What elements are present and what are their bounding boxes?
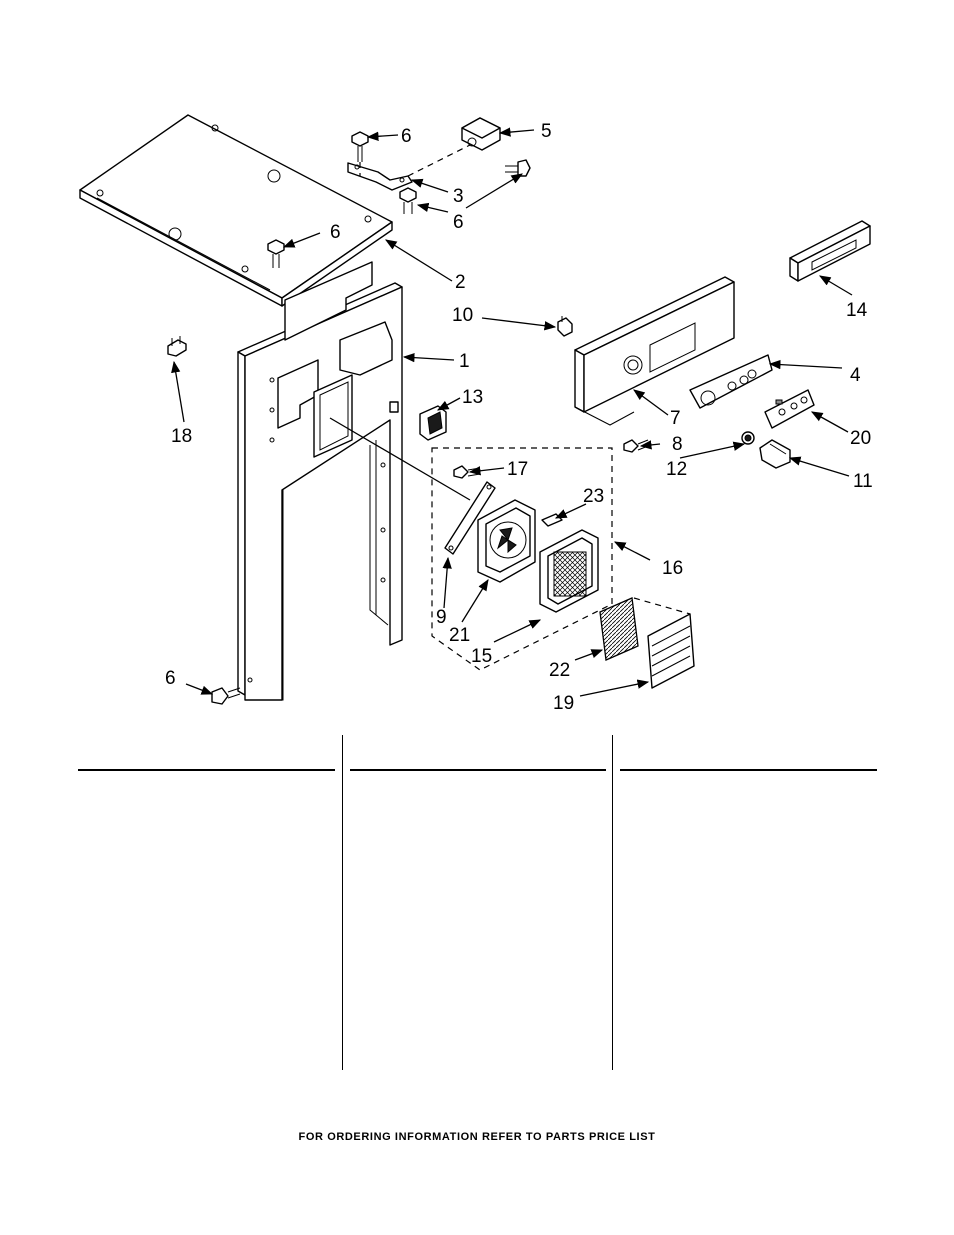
top-block: [461, 117, 501, 151]
callout-11: 11: [853, 471, 873, 492]
callout-18: 20: [850, 428, 871, 449]
control-knob: [759, 439, 791, 469]
screw-icon-3: [267, 239, 285, 268]
callout-13: 13: [462, 387, 483, 408]
callout-8: 8: [672, 434, 683, 455]
callout-6-a: 6: [401, 126, 412, 147]
screw-icon-1: [351, 131, 369, 162]
callout-12: 12: [666, 459, 687, 480]
callout-17: 17: [507, 459, 528, 480]
screw-icon-5: [211, 687, 241, 705]
callout-7: 7: [670, 408, 681, 429]
callout-6-b: 6: [453, 212, 464, 233]
callout-9: 9: [436, 607, 447, 628]
overlay-plate: [689, 354, 773, 409]
column-header-rule-1: [78, 769, 335, 771]
callout-3: 3: [453, 186, 464, 207]
column-divider-left: [342, 735, 343, 1070]
circuit-board: [764, 389, 815, 429]
diagram-canvas: 6 5 3 6 6 2 1 10 13 18 14 4 7 20 8 12 11…: [79, 114, 873, 714]
control-panel: [574, 276, 735, 426]
callout-21: 21: [449, 625, 470, 646]
callout-14: 14: [846, 300, 868, 321]
callout-23: 23: [583, 486, 604, 507]
washer-part: [741, 431, 755, 445]
top-panel: [79, 114, 393, 307]
column-divider-right: [612, 735, 613, 1070]
callout-10: 10: [452, 305, 473, 326]
knob-small: [557, 316, 573, 337]
fan-clip: [541, 513, 563, 527]
bracket: [347, 162, 413, 191]
grille-part: [647, 613, 695, 689]
callout-5: 5: [541, 121, 552, 142]
callout-2: 2: [455, 272, 466, 293]
screw-icon-7: [453, 465, 481, 479]
rocker-switch: [419, 405, 447, 441]
column-header-rule-3: [620, 769, 877, 771]
column-header-rule-2: [350, 769, 606, 771]
callout-16: 16: [662, 558, 683, 579]
fan-assembly-boundary: [431, 447, 613, 671]
callout-22: 18: [171, 426, 192, 447]
filter-part: [599, 597, 639, 661]
screw-icon-2: [399, 187, 417, 214]
screw-icon-4: [505, 159, 531, 177]
leader-lines: [171, 127, 853, 697]
handle-part: [789, 220, 871, 282]
exploded-parts-diagram: 6 5 3 6 6 2 1 10 13 18 14 4 7 20 8 12 11…: [79, 114, 873, 714]
fan-part: [477, 499, 536, 583]
callout-6-d: 6: [165, 668, 176, 689]
callout-15: 15: [471, 646, 492, 667]
mounting-strip: [444, 481, 496, 555]
callout-19: 19: [553, 693, 574, 714]
housing-frame: [237, 261, 403, 701]
ordering-info-footer: FOR ORDERING INFORMATION REFER TO PARTS …: [298, 1131, 656, 1143]
callout-6-c: 6: [330, 222, 341, 243]
callout-labels: 6 5 3 6 6 2 1 10 13 18 14 4 7 20 8 12 11…: [165, 121, 873, 714]
callout-4: 4: [850, 365, 861, 386]
callout-1: 1: [459, 351, 470, 372]
fan-housing: [539, 529, 599, 613]
callout-20: 22: [549, 660, 570, 681]
clip-part: [167, 336, 187, 357]
